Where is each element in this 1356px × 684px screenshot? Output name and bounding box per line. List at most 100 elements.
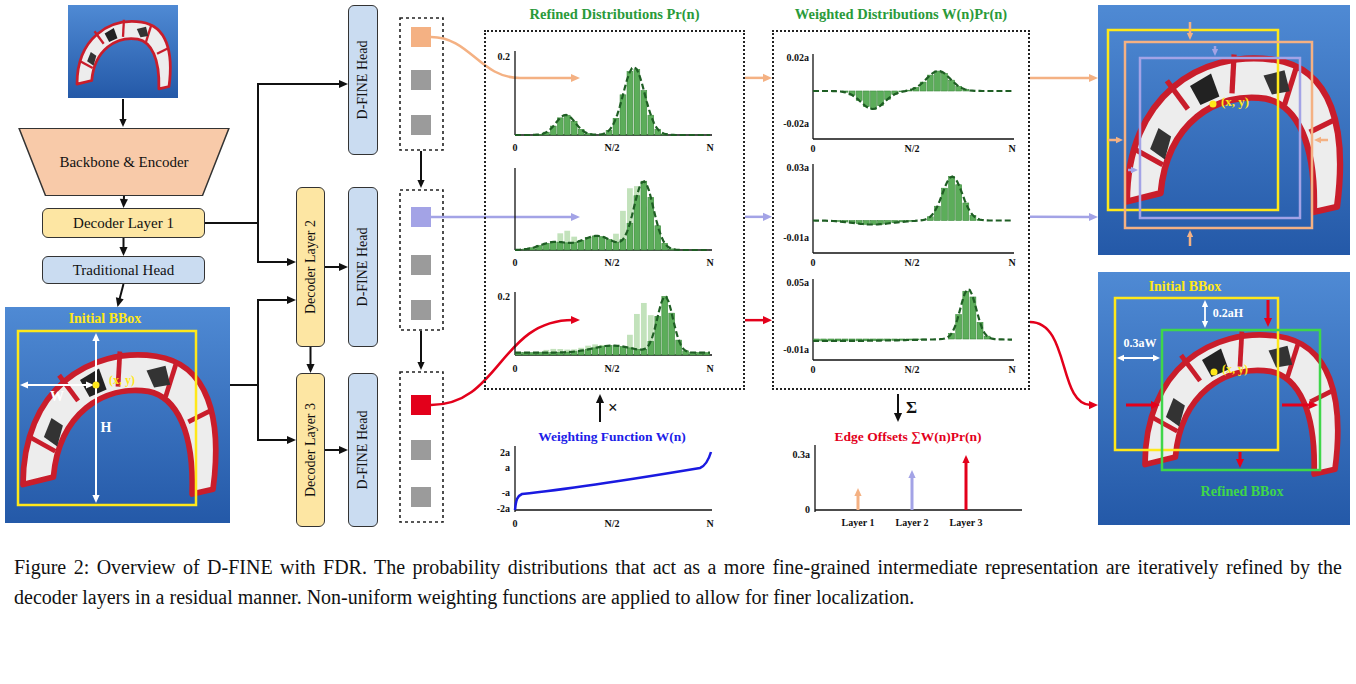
axis-tick-label: 0 <box>805 505 810 515</box>
arrowhead <box>1212 49 1218 56</box>
connector-line <box>325 449 341 451</box>
kite-illustration <box>77 20 170 89</box>
axis-tick-label: N/2 <box>605 258 620 268</box>
connector-line <box>230 385 289 440</box>
axis-tick-label: 0 <box>811 258 816 268</box>
connector-arrowhead <box>1089 74 1098 82</box>
histogram-bar <box>627 72 633 135</box>
arrow-shaft <box>911 476 914 510</box>
connector <box>745 213 772 221</box>
histogram-bar <box>613 242 619 250</box>
axis-tick-label: N/2 <box>605 143 620 153</box>
axis-tick-label: N <box>706 143 713 153</box>
arrow-shaft <box>1126 404 1153 407</box>
axis-tick-label: N <box>706 258 713 268</box>
connector-line <box>745 77 765 80</box>
distribution-panel: Refined Distributions Pr(n) <box>484 30 745 390</box>
connector-arrowhead <box>763 316 772 324</box>
node-label: D-FINE Head <box>355 41 370 120</box>
axis-tick-label: 0.02a <box>787 53 810 63</box>
axis-tick-label: N <box>1008 365 1015 375</box>
connector <box>306 347 314 373</box>
axis-tick-label: N <box>706 519 713 529</box>
chart-axis <box>515 509 712 510</box>
histogram-bar <box>599 237 605 250</box>
connector-arrowhead <box>120 199 128 208</box>
axis-tick-label: -0.02a <box>783 119 809 129</box>
query-token <box>411 115 431 135</box>
arrowhead <box>854 488 861 496</box>
chart-axis <box>514 51 515 135</box>
chart-axis <box>813 252 1014 253</box>
axis-tick-label: N/2 <box>905 144 920 154</box>
arrow-shaft <box>897 394 899 415</box>
distribution-curve <box>515 181 710 250</box>
connector-arrowhead <box>306 364 314 373</box>
kite-rib <box>1310 120 1335 133</box>
photo-background <box>5 307 230 523</box>
arrowhead <box>1264 318 1272 327</box>
distribution-panel: Weighted Distributions W(n)Pr(n) <box>772 30 1030 390</box>
query-token <box>411 27 431 47</box>
axis-tick-label: 0 <box>811 144 816 154</box>
node-label: Decoder Layer 2 <box>303 220 318 314</box>
kite-rib <box>157 48 168 54</box>
image-annotation: (x, y) <box>1221 95 1249 109</box>
axis-tick-label: 0.05a <box>787 278 810 288</box>
histogram-bar <box>627 188 633 250</box>
center-dot <box>1211 369 1218 376</box>
node-label: Backbone & Encoder <box>59 154 188 171</box>
connector-line <box>310 347 312 366</box>
histogram-bar <box>634 69 640 135</box>
connector-line <box>205 223 289 262</box>
chart-title: Weighting Function W(n) <box>538 430 686 444</box>
kite-panel <box>105 28 118 42</box>
distribution-curve <box>813 71 1012 109</box>
axis-tick-label: 0 <box>811 365 816 375</box>
connector <box>205 223 296 266</box>
arrow-shaft <box>857 494 860 510</box>
axis-tick-label: Layer 3 <box>950 518 983 528</box>
center-dot <box>1210 101 1217 108</box>
connector <box>1030 213 1098 221</box>
histogram-bar <box>641 303 647 355</box>
axis-tick-label: -a <box>502 488 510 498</box>
histogram-bar <box>606 346 612 355</box>
histogram-bar <box>870 91 876 109</box>
arrow-shaft <box>1123 357 1155 359</box>
arrow-shaft <box>965 461 968 510</box>
axis-tick-label: Layer 1 <box>842 518 875 528</box>
connector-arrowhead <box>116 297 124 307</box>
arrowhead <box>894 413 902 422</box>
query-token <box>411 70 431 90</box>
histogram-bar <box>942 73 948 91</box>
connector-line <box>1030 322 1091 405</box>
arrow-shaft <box>1267 300 1270 320</box>
bbox-outline <box>1140 58 1300 218</box>
axis-tick-label: 0.03a <box>787 163 810 173</box>
axis-tick-label: -2a <box>497 504 510 514</box>
chart-axis <box>812 54 813 139</box>
image-annotation: Initial BBox <box>1149 279 1222 294</box>
operator-symbol: Σ <box>906 399 917 416</box>
distribution-curve <box>515 297 710 353</box>
kite-panel <box>44 418 63 447</box>
initial-bbox-outline <box>18 331 196 505</box>
connector-line <box>230 300 289 385</box>
arrowhead <box>1202 321 1208 328</box>
arrowhead <box>1116 137 1123 143</box>
arrowhead <box>908 470 915 478</box>
kite-panel <box>1166 398 1185 427</box>
connector <box>1030 74 1098 82</box>
kite-rib <box>94 31 103 43</box>
axis-tick-label: N/2 <box>905 365 920 375</box>
arrowhead <box>596 394 604 403</box>
center-dot <box>93 382 100 389</box>
chart-axis <box>814 445 815 512</box>
histogram-bar <box>949 177 955 221</box>
token-arrow <box>431 216 573 219</box>
histogram-bar <box>571 121 577 135</box>
arrow-shaft <box>122 99 124 121</box>
kite-panel <box>1190 73 1219 105</box>
dfine-head-box: D-FINE Head <box>348 5 378 155</box>
